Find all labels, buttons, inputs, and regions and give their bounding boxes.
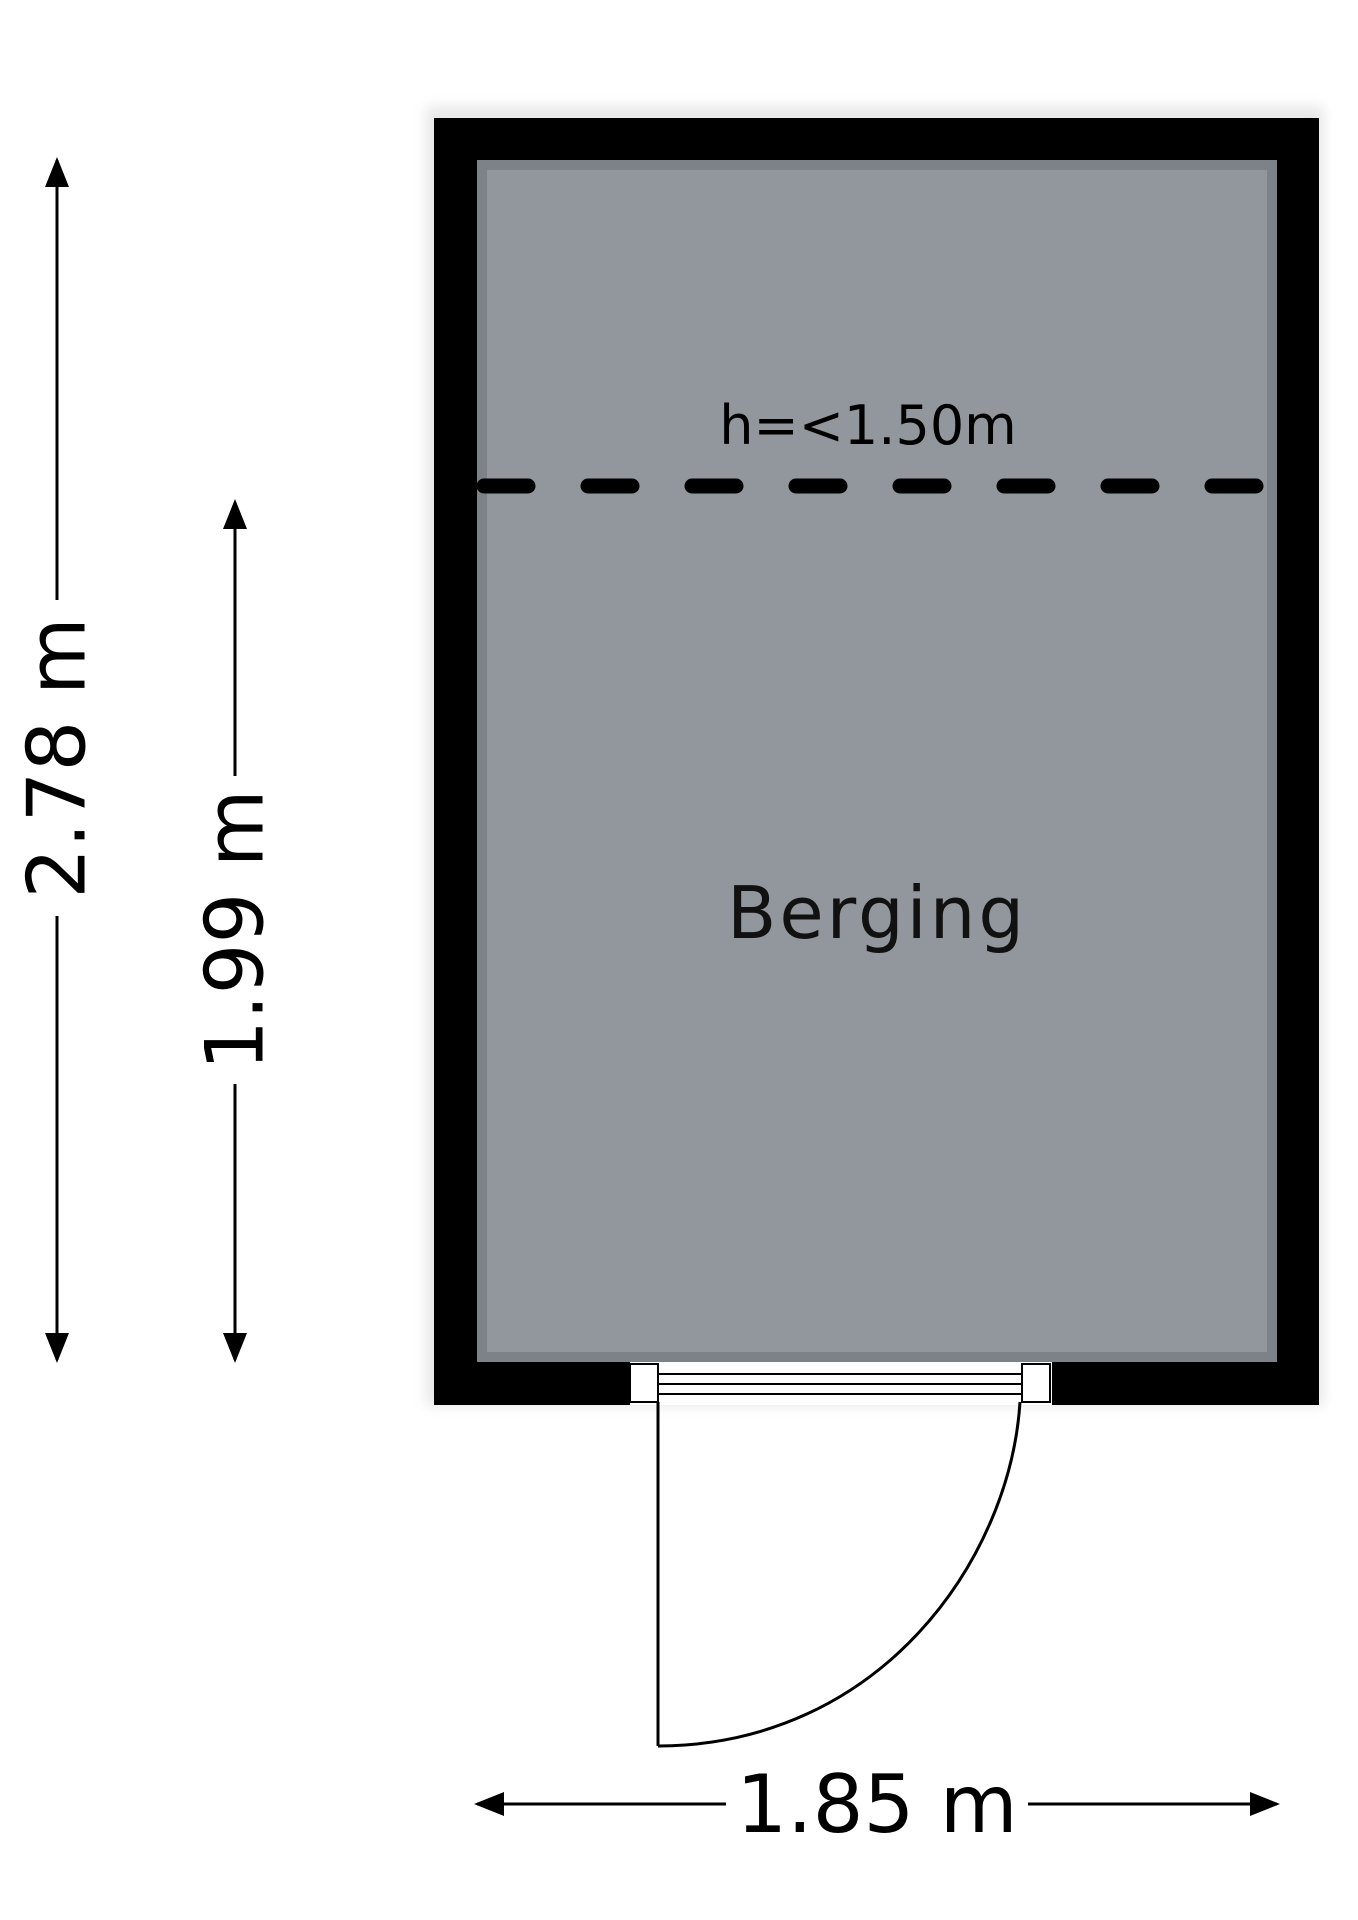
door-frame-left bbox=[629, 1363, 659, 1403]
height-note: h=<1.50m bbox=[719, 394, 1017, 457]
dimension-width: 1.85 m bbox=[736, 1758, 1017, 1851]
door-frame-right bbox=[1021, 1363, 1051, 1403]
dimension-total-depth: 2.78 m bbox=[11, 617, 104, 898]
room-floor bbox=[487, 170, 1267, 1352]
dimension-partial-depth: 1.99 m bbox=[189, 789, 282, 1070]
door-swing-arc bbox=[657, 1401, 1022, 1748]
room-label: Berging bbox=[727, 871, 1027, 955]
